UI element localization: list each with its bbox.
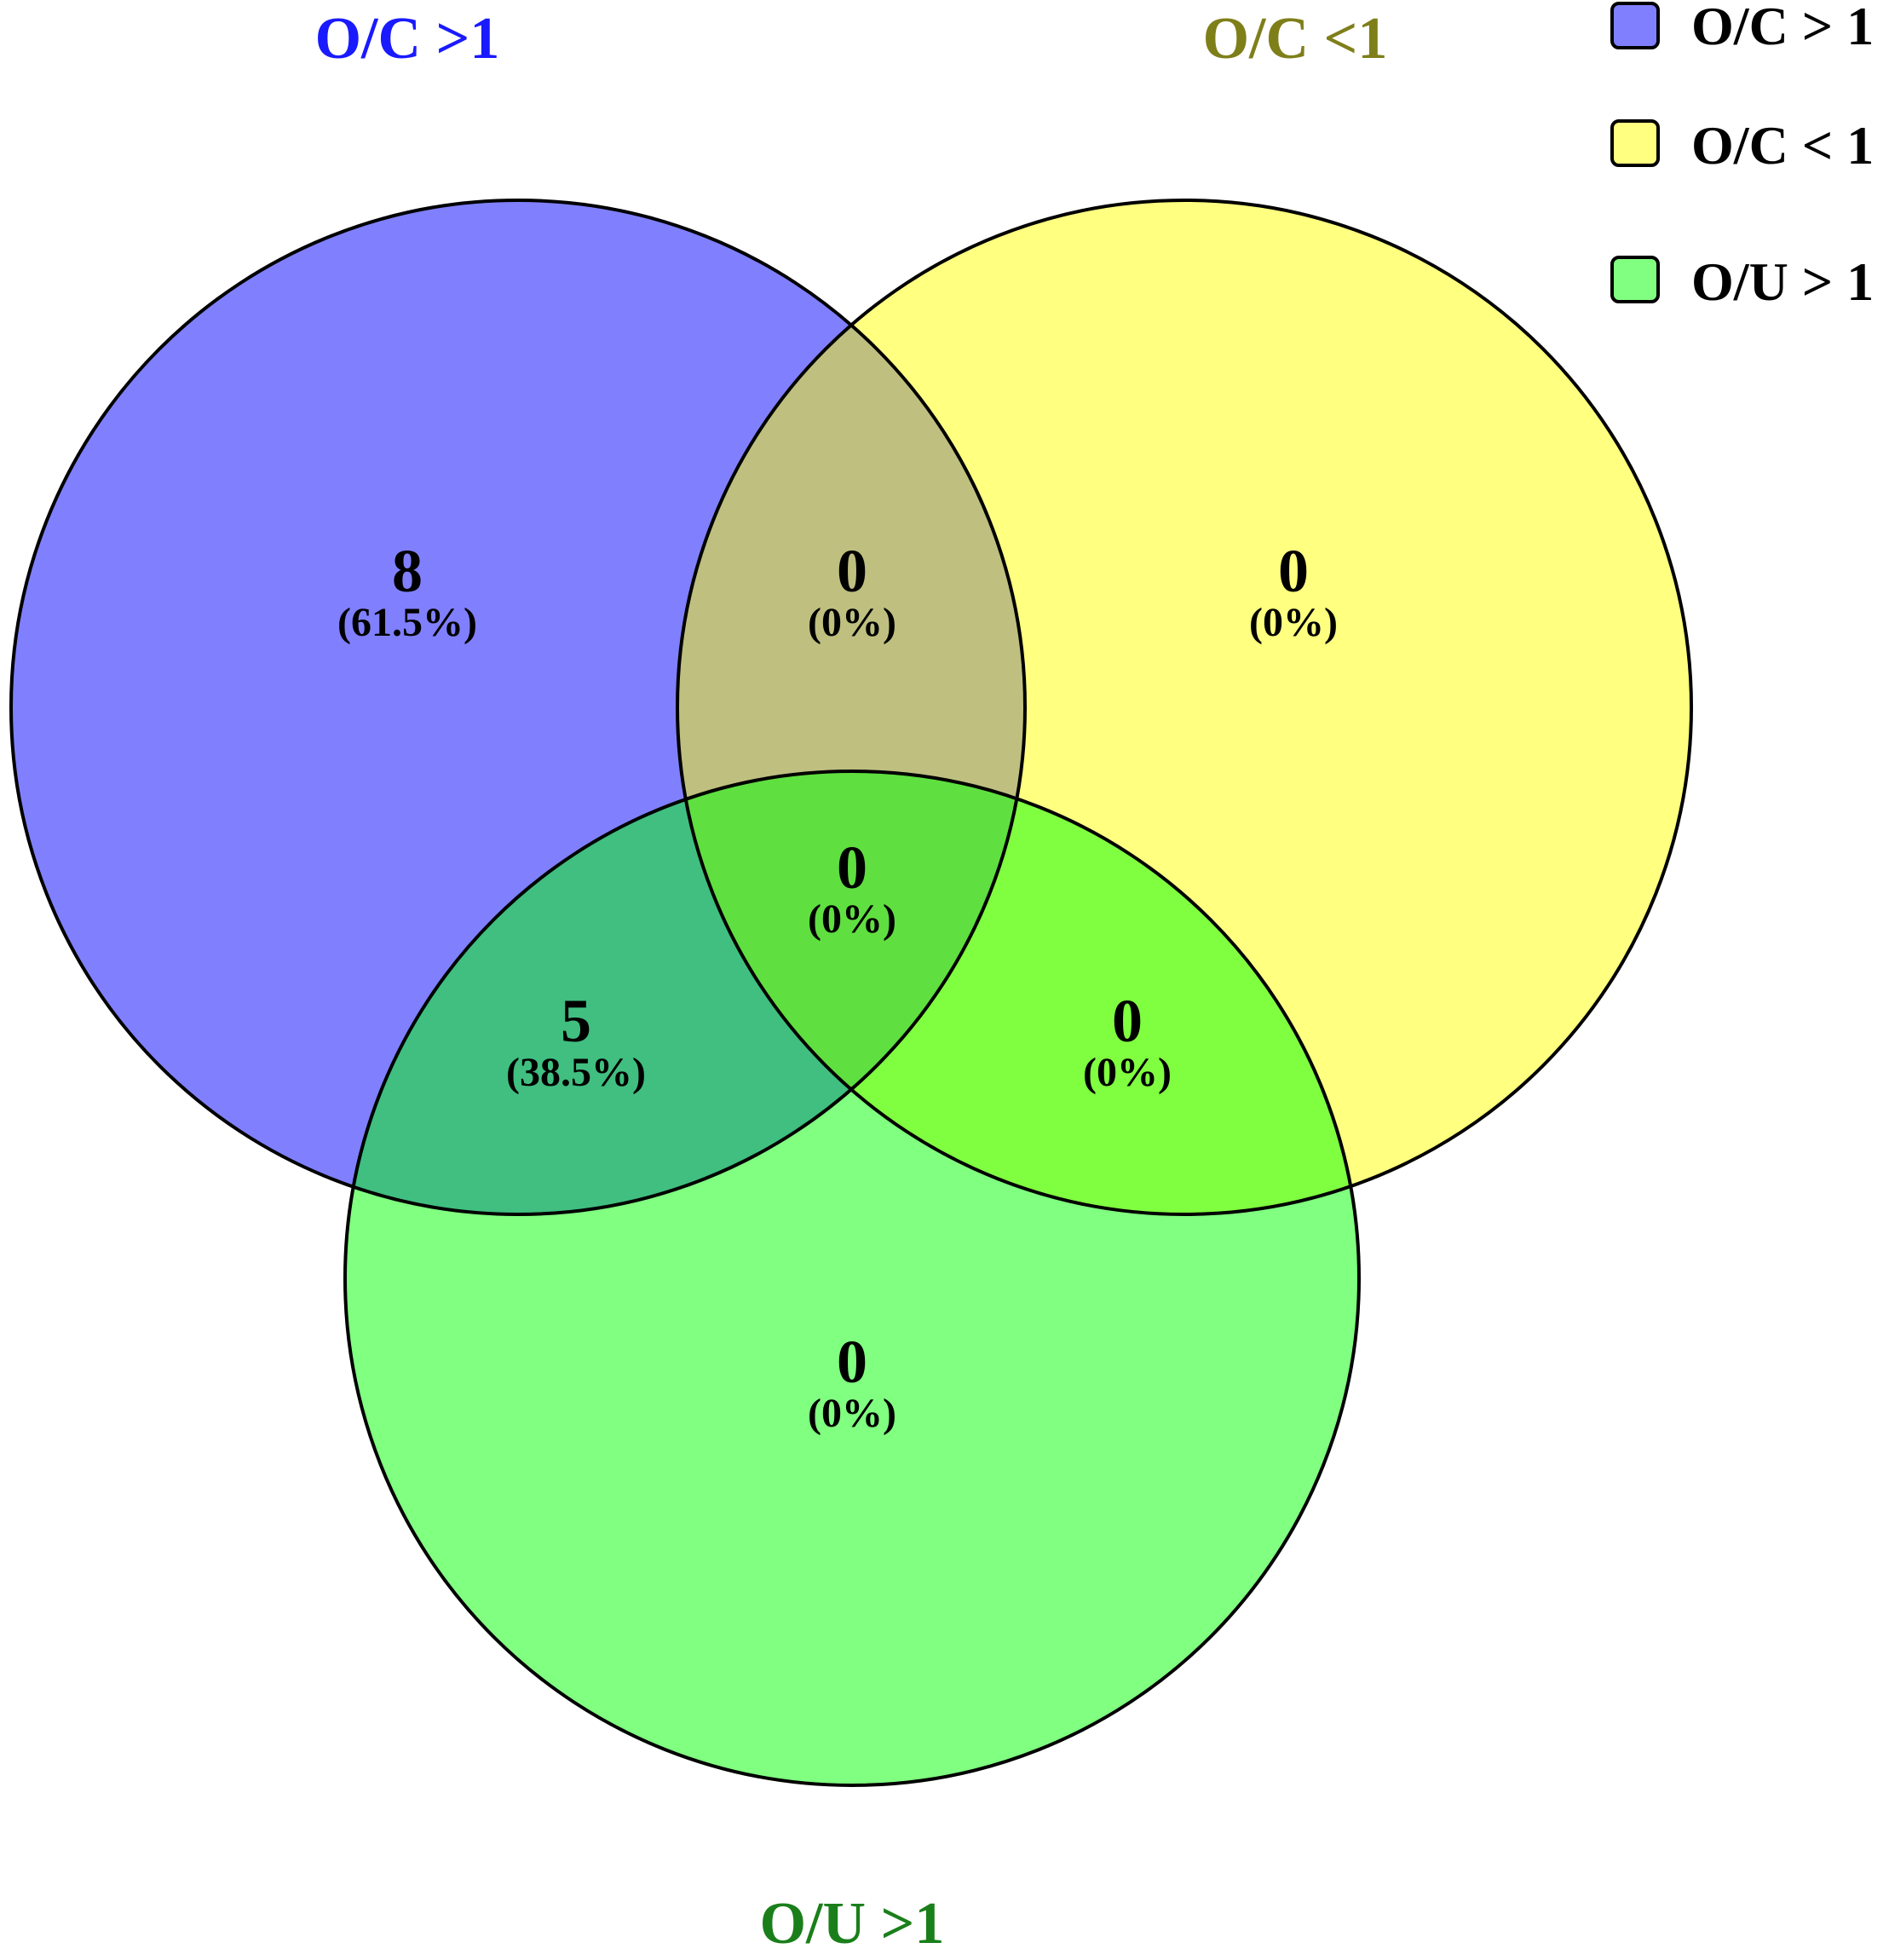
region-abc-count: 0: [837, 833, 867, 902]
legend-swatch-oc-lt-1: [1610, 119, 1660, 167]
legend-label-oc-lt-1: O/C < 1: [1691, 115, 1874, 176]
set-title-oc-lt-1: O/C <1: [1203, 6, 1388, 72]
region-ac-count: 5: [561, 987, 591, 1055]
set-title-oc-gt-1: O/C >1: [315, 6, 500, 72]
region-ab-count: 0: [837, 537, 867, 605]
legend-swatch-oc-gt-1: [1610, 2, 1660, 49]
region-ac-percent: (38.5%): [506, 1050, 646, 1095]
region-c-only-count: 0: [837, 1328, 867, 1396]
region-c-only-percent: (0%): [808, 1391, 896, 1436]
region-a-only-percent: (61.5%): [337, 600, 477, 645]
region-b-only-percent: (0%): [1249, 600, 1338, 645]
legend: O/C > 1 O/C < 1 O/U > 1: [1610, 0, 1874, 312]
set-title-ou-gt-1: O/U >1: [760, 1891, 945, 1957]
outline-c: [343, 770, 1361, 1787]
region-ab-percent: (0%): [808, 600, 896, 645]
region-bc-percent: (0%): [1083, 1050, 1172, 1095]
region-bc-count: 0: [1112, 987, 1143, 1055]
legend-label-oc-gt-1: O/C > 1: [1691, 0, 1874, 56]
legend-swatch-ou-gt-1: [1610, 256, 1660, 303]
region-a-only-count: 8: [392, 537, 423, 605]
outline-a: [9, 199, 1027, 1216]
overlap-bc: [677, 771, 1359, 1214]
region-b-only-count: 0: [1278, 537, 1309, 605]
region-abc-percent: (0%): [808, 896, 896, 942]
outline-b: [676, 199, 1693, 1216]
legend-label-ou-gt-1: O/U > 1: [1691, 251, 1874, 312]
overlap-ac: [345, 771, 1025, 1214]
